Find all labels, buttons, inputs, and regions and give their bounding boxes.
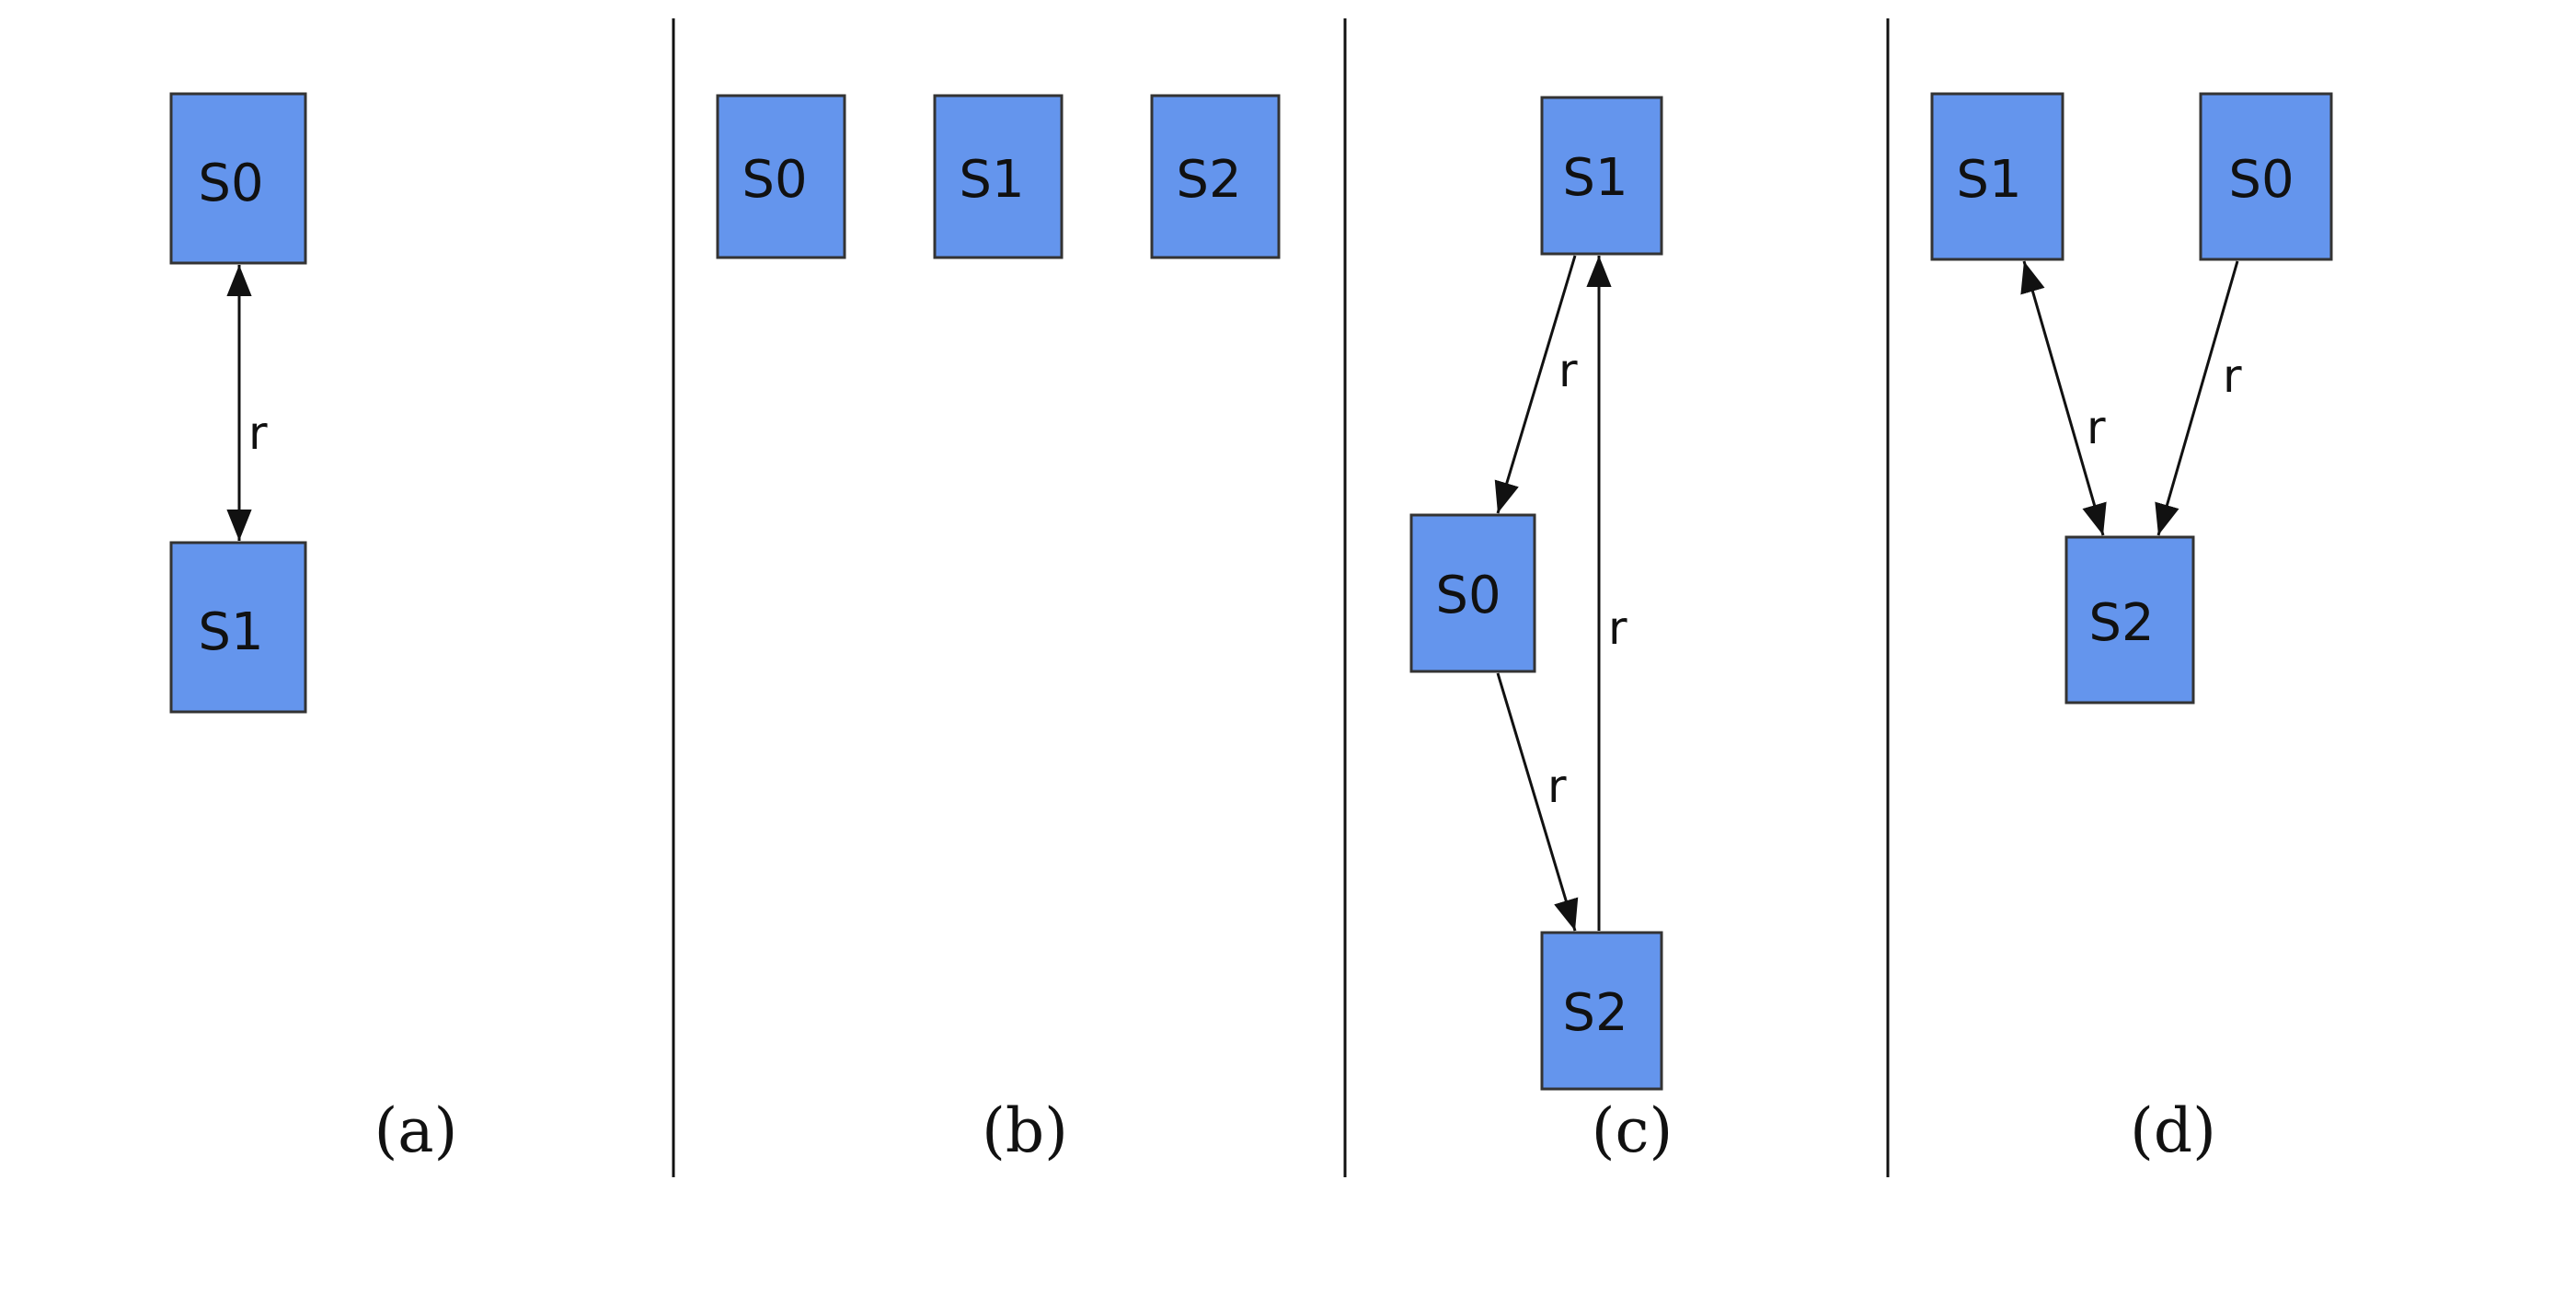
panel-d-caption: (d) xyxy=(2130,1095,2216,1166)
panel-a-caption: (a) xyxy=(374,1095,458,1166)
panel-c-edge-s1-s0: r xyxy=(1494,255,1578,514)
panel-c-edge-s2-s1-label: r xyxy=(1608,601,1627,655)
panel-c-node-s1-label: S1 xyxy=(1562,148,1627,208)
panel-b-node-s0: S0 xyxy=(716,94,846,259)
panel-d-node-s0-label: S0 xyxy=(2228,150,2294,210)
panel-c-node-s0-label: S0 xyxy=(1435,566,1501,625)
panel-a-node-s1-label: S1 xyxy=(198,602,263,662)
panel-b-caption: (b) xyxy=(982,1095,1068,1166)
panel-b-node-s1: S1 xyxy=(933,94,1064,259)
panel-c-edge-s2-s1: r xyxy=(1586,256,1627,931)
panel-c-caption: (c) xyxy=(1592,1095,1673,1166)
panel-d-node-s0: S0 xyxy=(2199,92,2333,261)
panel-d-node-s2-label: S2 xyxy=(2088,593,2154,653)
panel-a-edge-label: r xyxy=(248,407,268,460)
panel-c-node-s0: S0 xyxy=(1409,513,1536,673)
panel-d-edge-s0-s2: r xyxy=(2155,260,2242,536)
panel-c-node-s2-label: S2 xyxy=(1562,983,1627,1043)
panel-c-edge-s1-s0-label: r xyxy=(1558,344,1578,397)
panel-a-node-s0: S0 xyxy=(169,92,307,265)
panel-d-edge-s0-s2-label: r xyxy=(2223,349,2242,403)
panel-c-edge-s0-s2: r xyxy=(1496,672,1579,932)
panel-d-node-s2: S2 xyxy=(2064,535,2195,705)
panel-b-node-s0-label: S0 xyxy=(742,150,807,210)
panel-c: S1 S0 S2 r r r (c) xyxy=(1409,96,1673,1166)
panel-a-edge-s0-s1: r xyxy=(226,265,268,541)
panel-a-node-s0-label: S0 xyxy=(198,154,263,213)
panel-d-edge-s1-s2: r xyxy=(2020,260,2107,536)
panel-a: S0 S1 r (a) xyxy=(169,92,458,1166)
panel-b-node-s2-label: S2 xyxy=(1176,150,1241,210)
panel-b: S0 S1 S2 (b) xyxy=(716,94,1281,1166)
panel-d: S1 S0 S2 r r (d) xyxy=(1930,92,2333,1166)
panel-d-node-s1-label: S1 xyxy=(1956,150,2021,210)
panel-b-node-s1-label: S1 xyxy=(959,150,1024,210)
panel-c-node-s1: S1 xyxy=(1540,96,1663,256)
panel-c-edge-s0-s2-label: r xyxy=(1547,760,1567,813)
panel-d-node-s1: S1 xyxy=(1930,92,2064,261)
panel-d-edge-s1-s2-label: r xyxy=(2087,401,2106,454)
panel-c-node-s2: S2 xyxy=(1540,931,1663,1091)
panel-b-node-s2: S2 xyxy=(1150,94,1281,259)
panel-a-node-s1: S1 xyxy=(169,541,307,714)
